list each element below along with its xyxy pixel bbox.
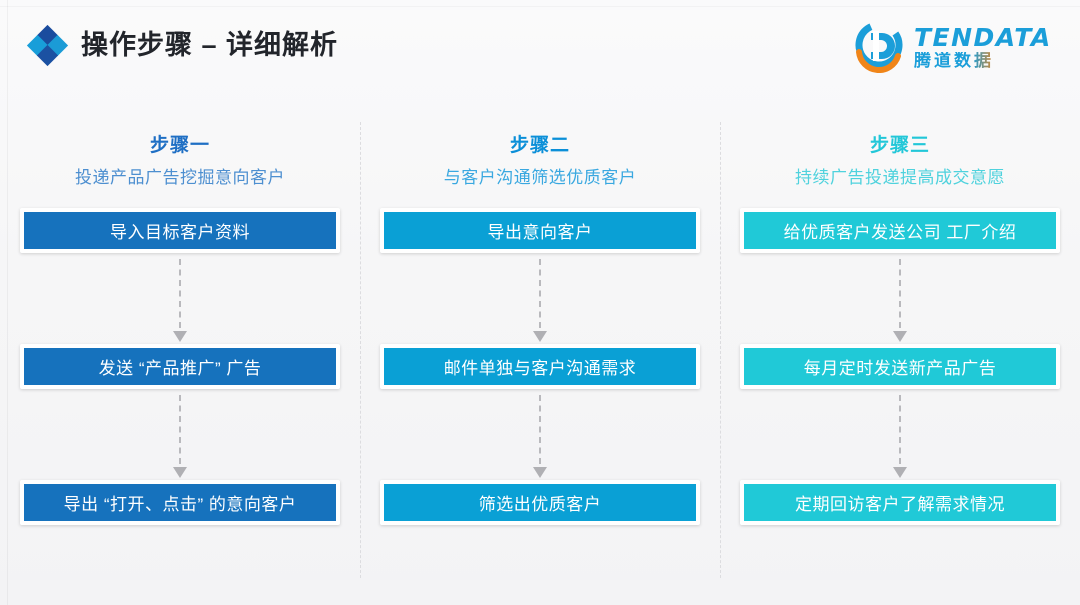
step-column-1: 步骤一 投递产品广告挖掘意向客户 导入目标客户资料 发送 “产品推广” 广告 导… bbox=[0, 118, 360, 588]
step-column-3: 步骤三 持续广告投递提高成交意愿 给优质客户发送公司 工厂介绍 每月定时发送新产… bbox=[720, 118, 1080, 588]
step-column-1-boxes: 导入目标客户资料 发送 “产品推广” 广告 导出 “打开、点击” 的意向客户 bbox=[20, 208, 340, 525]
dashed-down-arrow-icon bbox=[740, 389, 1060, 480]
tendata-d-circle-icon bbox=[852, 19, 906, 74]
step-box[interactable]: 定期回访客户了解需求情况 bbox=[740, 480, 1060, 525]
step-column-1-subtitle: 投递产品广告挖掘意向客户 bbox=[75, 168, 285, 187]
logo-name-cn: 腾道数据 bbox=[914, 52, 1052, 69]
step-box[interactable]: 筛选出优质客户 bbox=[380, 480, 700, 525]
dashed-down-arrow-icon bbox=[740, 253, 1060, 344]
page-title: 操作步骤 – 详细解析 bbox=[81, 29, 339, 60]
step-box[interactable]: 导出 “打开、点击” 的意向客户 bbox=[20, 480, 340, 525]
logo-wordmark: TENDATA 腾道数据 bbox=[914, 23, 1052, 69]
step-box[interactable]: 导入目标客户资料 bbox=[20, 208, 340, 253]
dashed-down-arrow-icon bbox=[20, 253, 340, 344]
step-column-3-subtitle: 持续广告投递提高成交意愿 bbox=[795, 168, 1005, 187]
steps-columns: 步骤一 投递产品广告挖掘意向客户 导入目标客户资料 发送 “产品推广” 广告 导… bbox=[0, 118, 1080, 588]
step-column-1-heading: 步骤一 bbox=[149, 135, 210, 156]
step-box[interactable]: 导出意向客户 bbox=[380, 208, 700, 253]
step-box[interactable]: 发送 “产品推广” 广告 bbox=[20, 344, 340, 389]
step-column-3-heading: 步骤三 bbox=[869, 135, 930, 156]
logo-name-en: TENDATA bbox=[914, 23, 1052, 52]
step-box[interactable]: 给优质客户发送公司 工厂介绍 bbox=[740, 208, 1060, 253]
step-column-2-subtitle: 与客户沟通筛选优质客户 bbox=[443, 168, 637, 187]
step-column-2-boxes: 导出意向客户 邮件单独与客户沟通需求 筛选出优质客户 bbox=[380, 208, 700, 525]
slide-header: 操作步骤 – 详细解析 TENDATA 腾道数据 bbox=[0, 0, 1080, 95]
diamond-cluster-icon bbox=[26, 24, 69, 67]
step-box[interactable]: 每月定时发送新产品广告 bbox=[740, 344, 1060, 389]
title-group: 操作步骤 – 详细解析 bbox=[26, 24, 339, 67]
dashed-down-arrow-icon bbox=[20, 389, 340, 480]
step-box[interactable]: 邮件单独与客户沟通需求 bbox=[380, 344, 700, 389]
dashed-down-arrow-icon bbox=[380, 389, 700, 480]
tendata-logo: TENDATA 腾道数据 bbox=[852, 17, 1052, 75]
dashed-down-arrow-icon bbox=[380, 253, 700, 344]
step-column-2-heading: 步骤二 bbox=[509, 135, 570, 156]
step-column-3-boxes: 给优质客户发送公司 工厂介绍 每月定时发送新产品广告 定期回访客户了解需求情况 bbox=[740, 208, 1060, 525]
step-column-2: 步骤二 与客户沟通筛选优质客户 导出意向客户 邮件单独与客户沟通需求 筛选出优质… bbox=[360, 118, 720, 588]
